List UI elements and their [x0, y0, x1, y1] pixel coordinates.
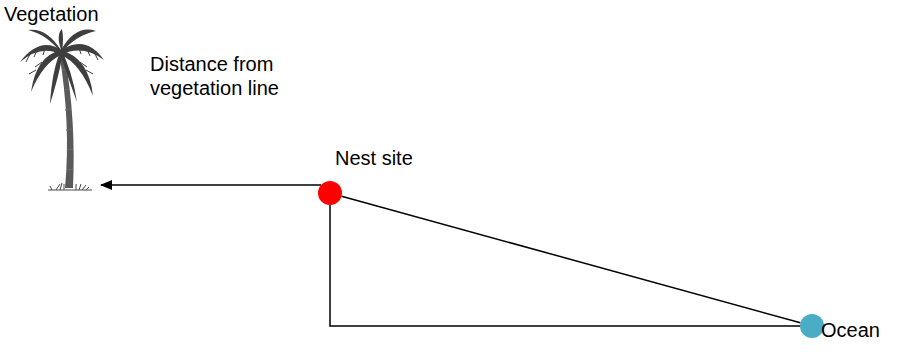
nest-site-label: Nest site: [335, 146, 413, 170]
distance-arrow: [101, 184, 321, 186]
ocean-dot: Ocean: [800, 314, 824, 338]
frond-leaflets: [26, 45, 98, 74]
vegetation-label: Vegetation: [4, 2, 101, 26]
vegetation-node: Vegetation: [4, 2, 101, 188]
connector-line: [330, 205, 800, 326]
nest-site-dot: Nest site: [318, 181, 342, 205]
ocean-label: Ocean: [821, 318, 880, 342]
connector-line: [342, 196, 801, 323]
palm-tree: [20, 29, 104, 190]
tree-trunk: [59, 52, 74, 188]
edge-label: Distance from vegetation line: [150, 52, 350, 100]
ground-tufts: [48, 183, 92, 190]
palm-fronds: [20, 29, 104, 104]
